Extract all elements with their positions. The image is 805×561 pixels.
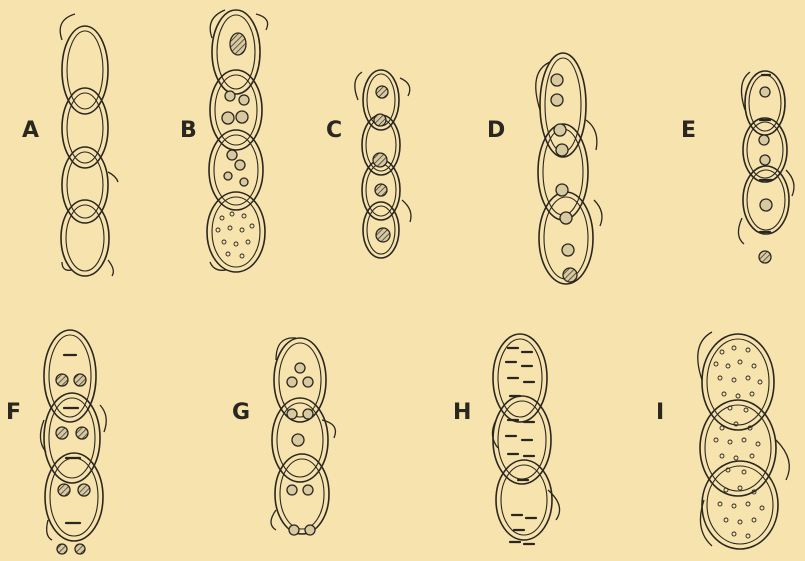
label-i: I	[656, 400, 664, 425]
chain-h	[492, 334, 559, 544]
chain-i	[698, 332, 790, 549]
chain-f	[40, 330, 106, 554]
label-b: B	[180, 118, 197, 143]
label-c: C	[326, 118, 342, 143]
label-h: H	[453, 400, 471, 425]
label-f: F	[6, 400, 21, 425]
label-e: E	[681, 118, 696, 143]
chain-d	[536, 53, 602, 284]
label-d: D	[487, 118, 505, 143]
chain-c	[355, 70, 411, 258]
chain-e	[738, 71, 794, 263]
chain-g	[271, 338, 336, 535]
label-g: G	[232, 400, 250, 425]
label-a: A	[22, 118, 39, 143]
chain-b	[207, 10, 268, 272]
chain-a	[60, 14, 118, 276]
